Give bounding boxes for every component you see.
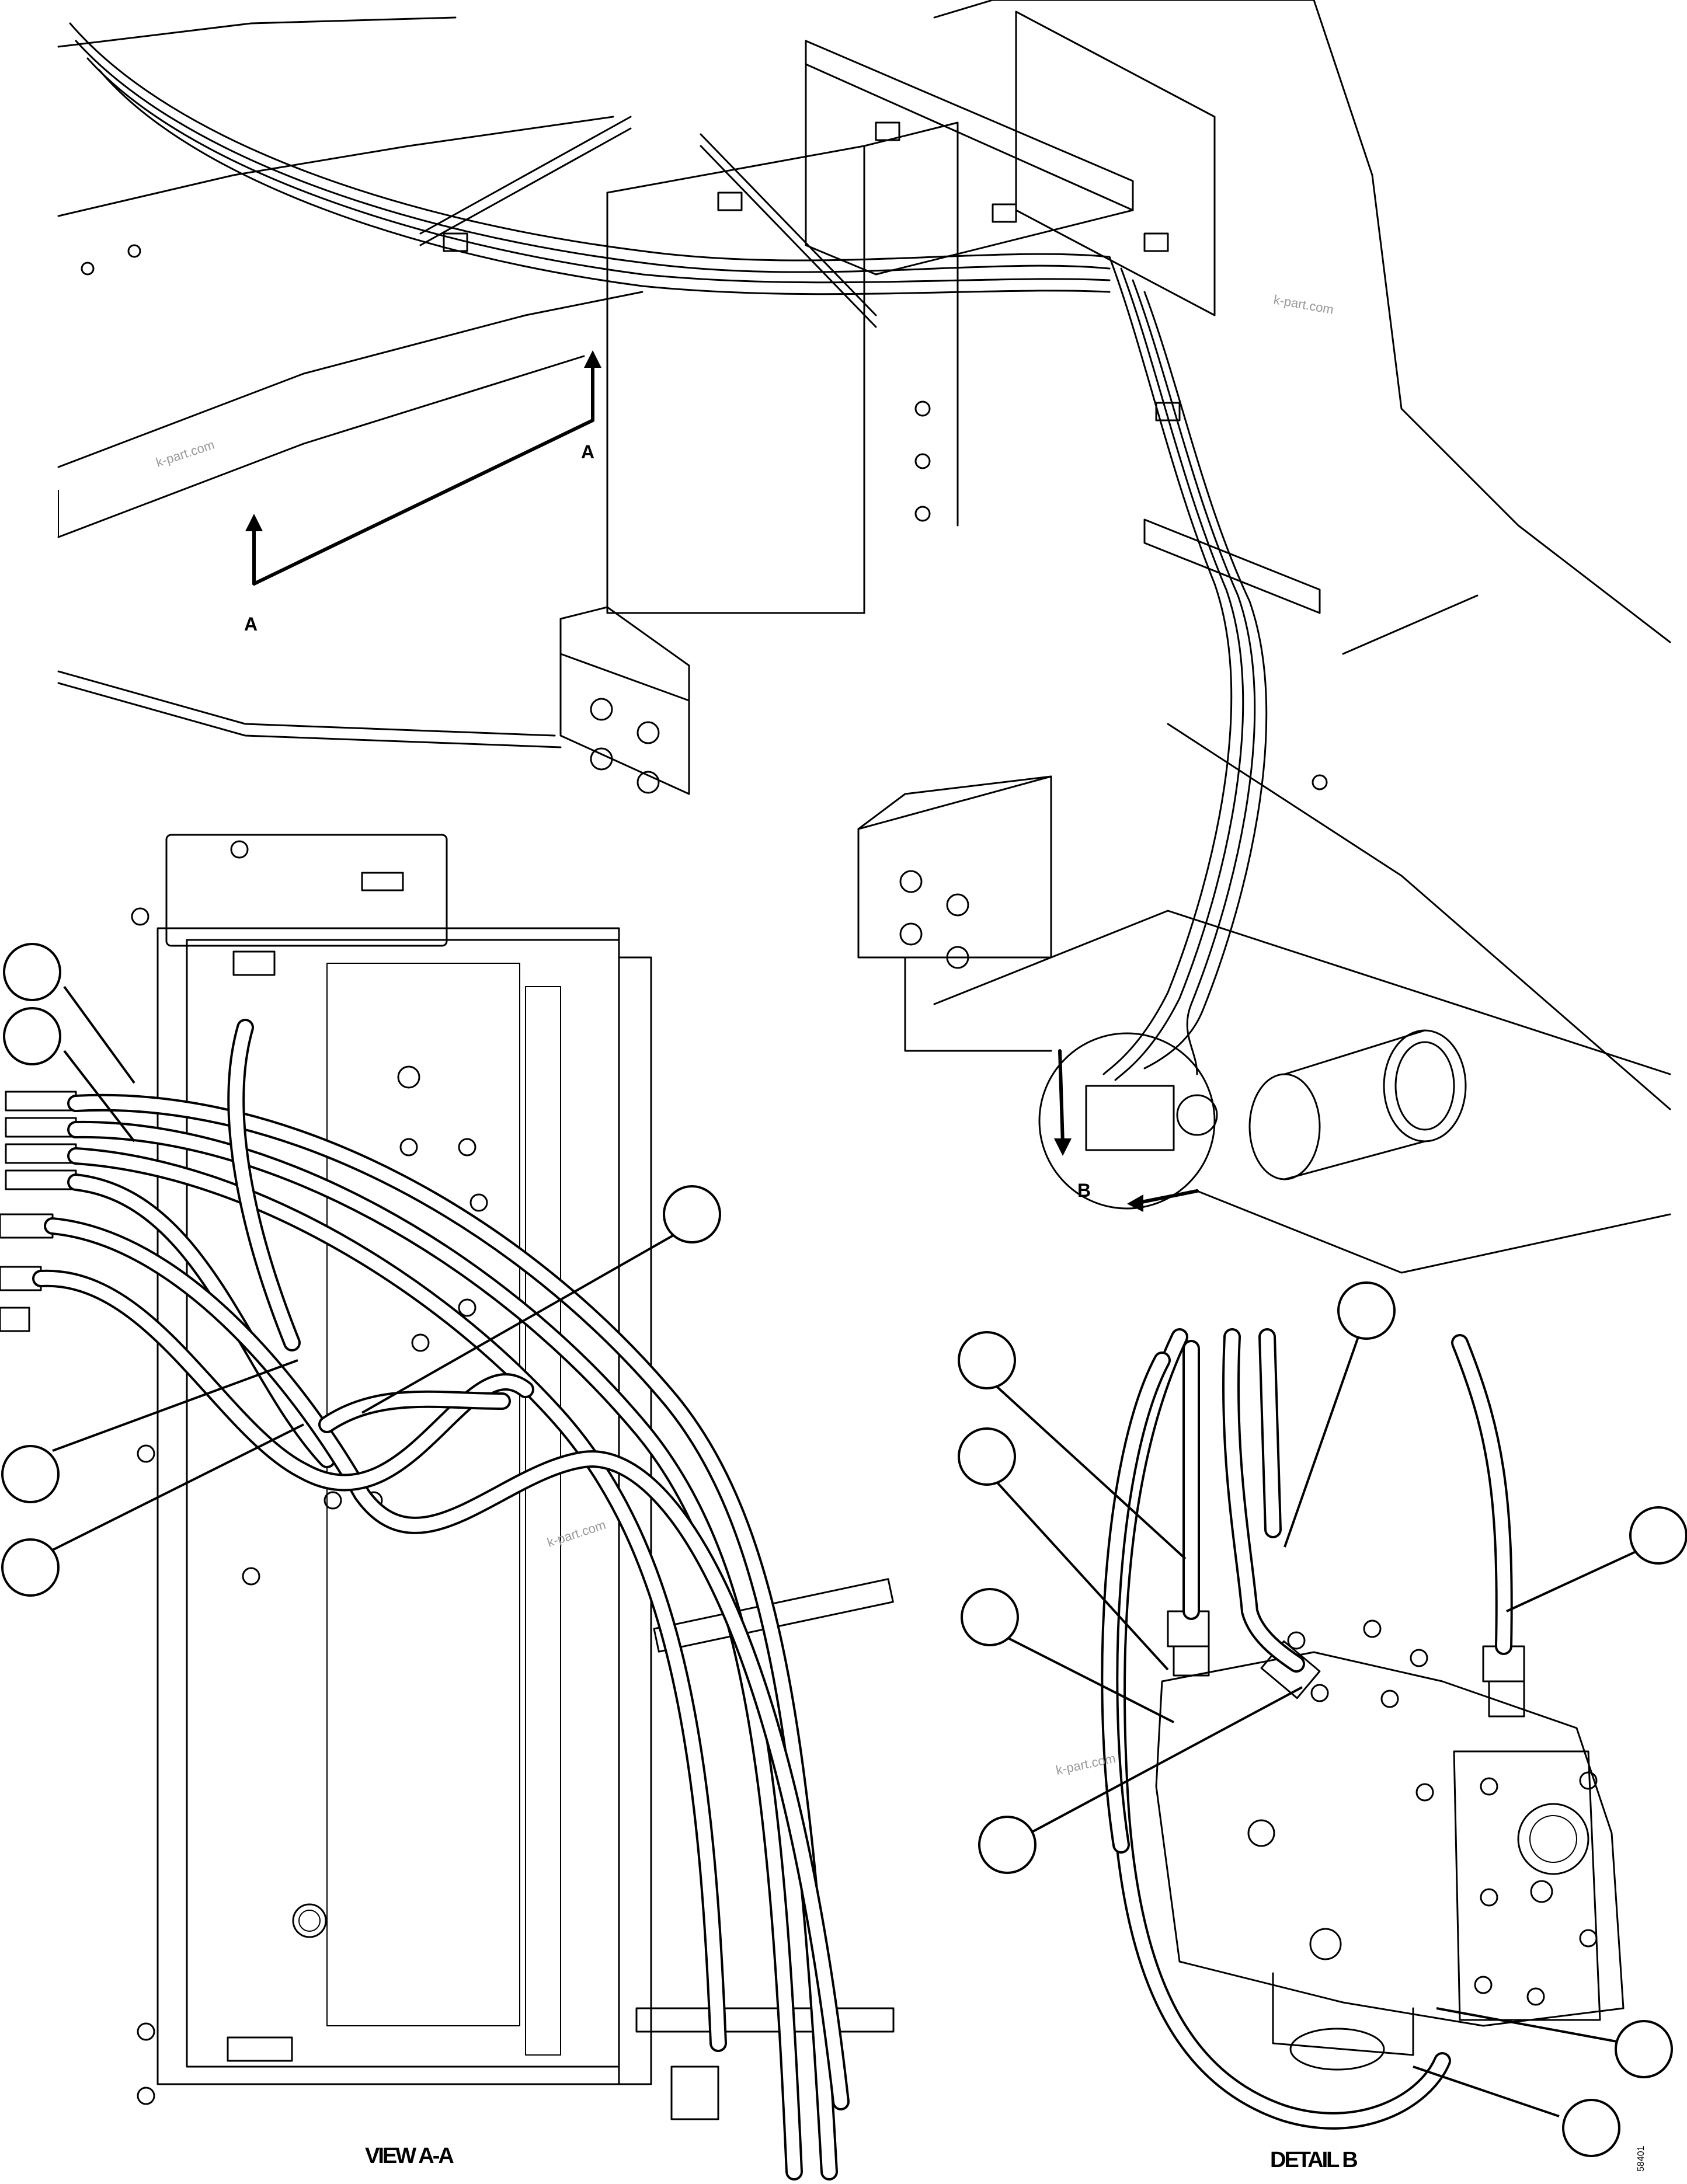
section-label-a-lower: A [244, 614, 258, 635]
callout-b-4 [978, 1816, 1036, 1874]
watermark-upper-left: k-part.com [154, 437, 217, 470]
main-isometric-view: A A B k-part.com k-part.com [57, 0, 1671, 1274]
callout-aa-3 [663, 1185, 721, 1243]
detail-b-callouts [958, 1281, 1687, 2157]
callout-aa-2 [3, 1007, 61, 1065]
view-aa-fittings [0, 1091, 77, 1332]
section-arrow-a [245, 350, 601, 586]
detail-b-caption: DETAIL B [1270, 2148, 1357, 2172]
view-aa-caption: VIEW A-A [365, 2144, 454, 2168]
view-aa-callouts [1, 943, 721, 1597]
view-aa-cabinet [156, 927, 620, 2085]
callout-aa-4 [1, 1445, 60, 1503]
view-aa: k-part.com VIEW A-A [0, 834, 895, 2180]
detail-b: k-part.com DETAIL B 58401 [958, 1281, 1687, 2172]
detail-b-marker [1038, 1032, 1218, 1212]
watermark-upper-right: k-part.com [1272, 292, 1335, 317]
callout-b-6 [1629, 1506, 1687, 1565]
callout-aa-1 [3, 943, 61, 1001]
detail-b-pump-body [1155, 1651, 1625, 2071]
callout-b-8 [1562, 2099, 1620, 2157]
watermark-view-aa: k-part.com [545, 1517, 608, 1550]
hose-support-bracket [419, 11, 1216, 328]
rear-roller [1248, 1029, 1467, 1180]
view-aa-bolts [131, 907, 488, 2105]
detail-b-hoses [1101, 1328, 1513, 2130]
frame-bolt-holes [81, 244, 1328, 969]
hose-bundle-upper [69, 22, 1268, 1081]
callout-b-7 [1615, 2020, 1673, 2078]
detail-b-fittings [1167, 1610, 1525, 1718]
detail-b-pump-bolts [1287, 1619, 1598, 2006]
callout-b-1 [958, 1331, 1016, 1389]
frame-outline [57, 0, 1671, 1274]
detail-label-b: B [1077, 1180, 1091, 1201]
callout-b-2 [958, 1427, 1016, 1486]
part-number: 58401 [1636, 2145, 1646, 2172]
hose-clamps [443, 121, 1181, 422]
callout-aa-5 [1, 1538, 60, 1597]
callout-b-3 [961, 1588, 1019, 1646]
section-label-a-upper: A [581, 441, 594, 462]
view-aa-hoses [32, 1019, 850, 2180]
view-aa-housing [165, 834, 448, 947]
callout-b-5 [1337, 1281, 1396, 1340]
